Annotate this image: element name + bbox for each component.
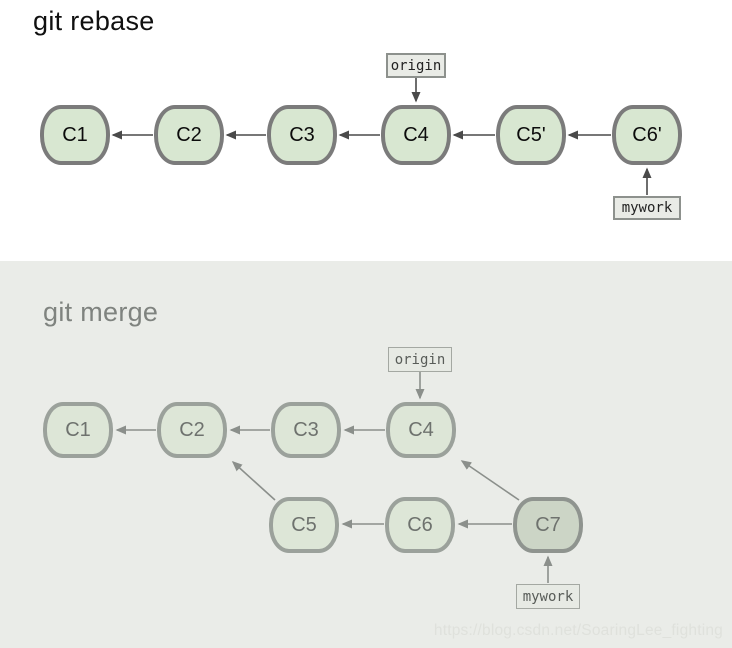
- rebase-origin-tag: origin: [386, 53, 446, 78]
- merge-origin-tag: origin: [388, 347, 452, 372]
- rebase-mywork-tag: mywork: [613, 196, 681, 220]
- merge-mywork-tag: mywork: [516, 584, 580, 609]
- merge-commit-c1: C1: [43, 402, 113, 458]
- rebase-commit-c4: C4: [381, 105, 451, 165]
- rebase-commit-c6p: C6': [612, 105, 682, 165]
- merge-commit-c7: C7: [513, 497, 583, 553]
- merge-commit-c6: C6: [385, 497, 455, 553]
- rebase-commit-c2: C2: [154, 105, 224, 165]
- rebase-commit-c5p: C5': [496, 105, 566, 165]
- merge-commit-c2: C2: [157, 402, 227, 458]
- merge-commit-c3: C3: [271, 402, 341, 458]
- watermark-url: https://blog.csdn.net/SoaringLee_fightin…: [433, 622, 723, 639]
- rebase-commit-c3: C3: [267, 105, 337, 165]
- merge-commit-c5: C5: [269, 497, 339, 553]
- merge-commit-c4: C4: [386, 402, 456, 458]
- merge-section-background: [0, 261, 732, 648]
- rebase-commit-c1: C1: [40, 105, 110, 165]
- rebase-title: git rebase: [33, 6, 155, 36]
- merge-title: git merge: [43, 297, 159, 327]
